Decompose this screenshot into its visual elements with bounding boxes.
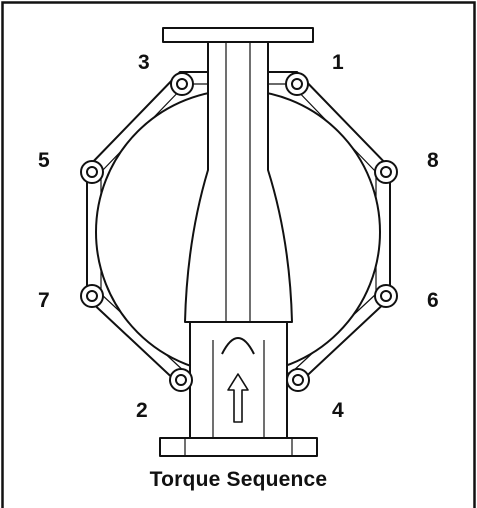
top-plate [162, 27, 314, 43]
bolt-7 [80, 284, 104, 308]
bolt-label-2: 2 [136, 399, 148, 422]
bolt-label-8: 8 [427, 149, 439, 172]
bolt-label-3: 3 [138, 51, 150, 74]
diagram-caption: Torque Sequence [149, 468, 328, 491]
flow-arrow [227, 373, 249, 423]
bolt-2 [169, 368, 193, 392]
bottom-plate [159, 437, 318, 457]
neck-dome [221, 337, 255, 355]
bolt-6 [374, 284, 398, 308]
bolt-5 [80, 160, 104, 184]
bolt-4 [286, 368, 310, 392]
bolt-label-1: 1 [332, 51, 344, 74]
bolt-3 [170, 72, 194, 96]
valve-disc [184, 41, 293, 323]
bolt-label-4: 4 [332, 399, 344, 422]
bolt-label-5: 5 [38, 149, 50, 172]
bolt-label-6: 6 [427, 289, 439, 312]
bolt-1 [285, 72, 309, 96]
bolt-8 [374, 160, 398, 184]
bolt-label-7: 7 [38, 289, 50, 312]
